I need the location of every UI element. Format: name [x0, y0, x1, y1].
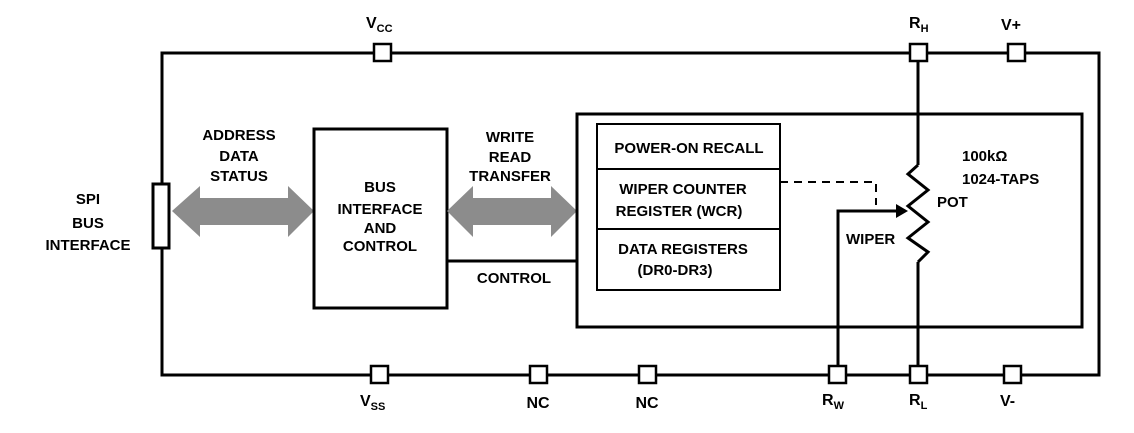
address-label: ADDRESS	[202, 127, 275, 144]
wiper-line	[836, 209, 900, 375]
nc-pin-2-label: NC	[635, 395, 659, 412]
vss-pin-label: VSS	[360, 393, 385, 413]
address-data-arrow	[172, 186, 314, 237]
rh-pin-label: RH	[909, 15, 929, 35]
control-label: CONTROL	[477, 270, 551, 287]
interface-label: INTERFACE	[45, 237, 130, 254]
power-on-recall-label: POWER-ON RECALL	[614, 140, 763, 157]
resistor-zigzag	[905, 163, 931, 264]
register-stack	[596, 123, 781, 291]
pot-taps-label: 1024-TAPS	[962, 171, 1039, 188]
rl-pin-label: RL	[909, 392, 928, 412]
data-label: DATA	[219, 148, 259, 165]
read-label: READ	[489, 149, 532, 166]
rw-pin-label: RW	[822, 392, 845, 412]
spi-connector	[151, 182, 171, 250]
wiper-label: WIPER	[846, 231, 895, 248]
wcr-label-line2: REGISTER (WCR)	[616, 203, 743, 220]
bus-label: BUS	[72, 215, 104, 232]
transfer-label: TRANSFER	[469, 168, 551, 185]
pot-resistance-label: 100kΩ	[962, 148, 1007, 165]
wiper-arrowhead	[896, 204, 908, 218]
bus-block-line3: AND	[364, 220, 397, 237]
wcr-label-line1: WIPER COUNTER	[619, 181, 747, 198]
bus-block-line4: CONTROL	[343, 238, 417, 255]
rw-pin	[827, 364, 848, 385]
pot-section	[575, 112, 1084, 329]
vplus-pin	[1006, 42, 1027, 63]
data-registers-label-line2: (DR0-DR3)	[638, 262, 713, 279]
bus-interface-block	[312, 127, 449, 310]
data-registers-label-line1: DATA REGISTERS	[618, 241, 748, 258]
vss-pin	[369, 364, 390, 385]
bus-block-line1: BUS	[364, 179, 396, 196]
vcc-pin	[372, 42, 393, 63]
vcc-pin-label: VCC	[366, 15, 393, 35]
vminus-pin-label: V-	[1000, 393, 1015, 410]
pot-label: POT	[937, 194, 968, 211]
nc-pin-1	[528, 364, 549, 385]
vminus-pin	[1002, 364, 1023, 385]
bus-block-line2: INTERFACE	[337, 201, 422, 218]
rh-pin	[908, 42, 929, 63]
write-read-arrow	[447, 186, 577, 237]
nc-pin-2	[637, 364, 658, 385]
nc-pin-1-label: NC	[526, 395, 550, 412]
status-label: STATUS	[210, 168, 268, 185]
wcr-dashed-link	[780, 181, 877, 205]
vplus-pin-label: V+	[1001, 17, 1021, 34]
rl-pin	[908, 364, 929, 385]
spi-label: SPI	[76, 191, 100, 208]
write-label: WRITE	[486, 129, 534, 146]
